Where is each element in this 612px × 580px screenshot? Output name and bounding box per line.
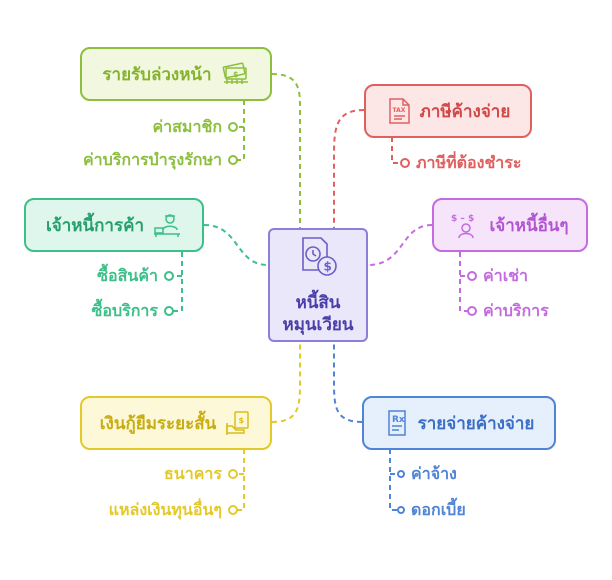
connector-accrued-expenses: [333, 342, 363, 423]
connector-other-items: [459, 252, 470, 312]
node-accounts-payable-label: เจ้าหนี้การค้า: [45, 215, 145, 236]
leaf-other-funding-label: แหล่งเงินทุนอื่นๆ: [108, 500, 222, 519]
document-money-icon: $: [295, 234, 341, 286]
leaf-tax-due: ภาษีที่ต้องชำระ: [400, 153, 521, 173]
bullet-dot: [164, 306, 174, 316]
leaf-purchase-services: ซื้อบริการ: [92, 301, 174, 321]
svg-text:TAX: TAX: [392, 107, 405, 114]
svg-text:Rx: Rx: [392, 415, 405, 425]
bullet-dot: [400, 158, 410, 168]
leaf-interest-label: ดอกเบี้ย: [411, 500, 466, 519]
center-node-current-liabilities: $ หนี้สิน หมุนเวียน: [268, 228, 368, 342]
bullet-dot: [228, 469, 238, 479]
connector-accrued-items: [389, 449, 400, 511]
bullet-dot: [228, 155, 238, 165]
bullet-dot: [164, 271, 174, 281]
node-other-payables: $ – $ เจ้าหนี้อื่นๆ: [432, 198, 588, 252]
connector-tax-payable: [333, 109, 365, 228]
leaf-purchase-goods-label: ซื้อสินค้า: [97, 266, 158, 285]
node-unearned-revenue-label: รายรับล่วงหน้า: [102, 64, 212, 85]
leaf-maintenance-fee: ค่าบริการบำรุงรักษา: [83, 150, 238, 170]
leaf-service-fee: ค่าบริการ: [467, 301, 549, 321]
node-other-payables-label: เจ้าหนี้อื่นๆ: [489, 215, 569, 236]
tax-document-icon: TAX: [386, 97, 412, 125]
connector-unearned-revenue: [271, 73, 301, 228]
leaf-membership-fee: ค่าสมาชิก: [152, 117, 238, 137]
node-accounts-payable: เจ้าหนี้การค้า: [24, 198, 204, 252]
leaf-bank-label: ธนาคาร: [164, 464, 222, 483]
node-tax-payable: TAX ภาษีค้างจ่าย: [364, 84, 532, 138]
node-unearned-revenue: รายรับล่วงหน้า $: [80, 47, 272, 101]
svg-text:$ – $: $ – $: [451, 214, 474, 224]
receipt-icon: Rx: [384, 409, 410, 437]
svg-text:$: $: [324, 260, 332, 274]
leaf-purchase-services-label: ซื้อบริการ: [91, 301, 158, 320]
money-stack-icon: $: [220, 62, 250, 86]
node-accrued-expenses-label: รายจ่ายค้างจ่าย: [417, 413, 535, 434]
leaf-membership-fee-label: ค่าสมาชิก: [152, 117, 222, 136]
node-accrued-expenses: Rx รายจ่ายค้างจ่าย: [362, 396, 556, 450]
leaf-wages-label: ค่าจ้าง: [411, 464, 457, 483]
loan-icon: $: [224, 409, 252, 437]
leaf-purchase-goods: ซื้อสินค้า: [97, 266, 174, 286]
person-money-icon: $ – $: [451, 211, 481, 239]
bullet-dot: [467, 306, 477, 316]
connector-short-term-loans: [271, 342, 301, 423]
node-tax-payable-label: ภาษีค้างจ่าย: [419, 101, 511, 122]
leaf-rent-label: ค่าเช่า: [483, 266, 528, 285]
svg-text:$: $: [239, 416, 245, 425]
bullet-dot: [228, 122, 238, 132]
leaf-maintenance-fee-label: ค่าบริการบำรุงรักษา: [82, 150, 222, 169]
center-title-line1: หนี้สิน: [295, 293, 341, 313]
shop-seller-icon: [152, 212, 182, 238]
leaf-bank: ธนาคาร: [164, 464, 238, 484]
bullet-dot: [397, 470, 405, 478]
bullet-dot: [228, 505, 238, 515]
node-short-term-loans: เงินกู้ยืมระยะสั้น $: [80, 396, 272, 450]
connector-other-payables: [367, 224, 433, 266]
bullet-dot: [467, 271, 477, 281]
node-short-term-loans-label: เงินกู้ยืมระยะสั้น: [99, 413, 217, 434]
center-title-line2: หมุนเวียน: [282, 315, 354, 335]
leaf-other-funding: แหล่งเงินทุนอื่นๆ: [109, 500, 238, 520]
leaf-rent: ค่าเช่า: [467, 266, 528, 286]
bullet-dot: [397, 506, 405, 514]
svg-text:$: $: [233, 70, 239, 79]
leaf-interest: ดอกเบี้ย: [397, 500, 466, 520]
leaf-wages: ค่าจ้าง: [397, 464, 457, 484]
leaf-service-fee-label: ค่าบริการ: [483, 301, 549, 320]
connector-accounts-payable: [203, 224, 269, 266]
leaf-tax-due-label: ภาษีที่ต้องชำระ: [416, 153, 522, 172]
